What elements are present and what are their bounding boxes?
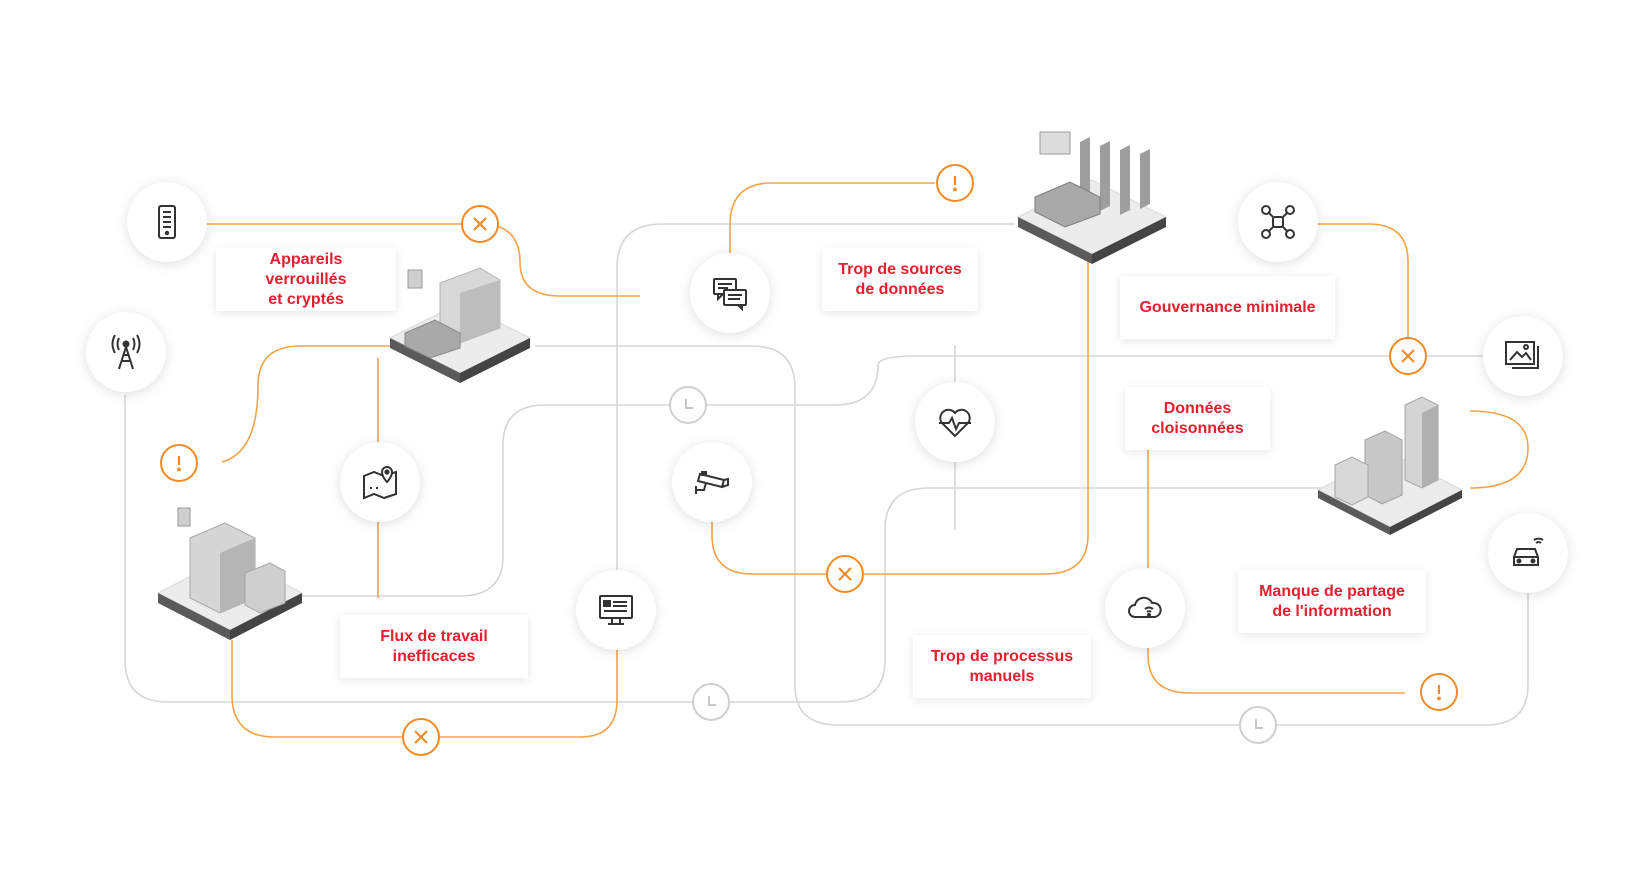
label-lack-of-sharing: Manque de partage de l'information	[1238, 570, 1426, 633]
isometric-office-illustration	[156, 507, 304, 640]
blocked-marker-top-left	[461, 205, 499, 243]
alert-marker-top-center	[936, 164, 974, 202]
clock-icon	[685, 399, 693, 409]
label-inefficient-workflows: Flux de travail inefficaces	[340, 615, 528, 678]
isometric-city-illustration	[1316, 396, 1464, 535]
clock-marker-bottom-center	[692, 683, 730, 721]
chat-bubbles-icon	[690, 253, 770, 333]
label-minimal-governance: Gouvernance minimale	[1120, 276, 1335, 339]
x-icon	[473, 217, 487, 231]
heart-rate-icon	[915, 382, 995, 462]
alert-marker-bottom-right	[1420, 673, 1458, 711]
label-locked-devices: Appareils verrouillés et cryptés	[216, 248, 396, 311]
label-siloed-data: Données cloisonnées	[1125, 387, 1270, 450]
blocked-marker-right	[1389, 337, 1427, 375]
clock-icon	[1255, 719, 1263, 729]
isometric-parking-illustration	[1016, 131, 1168, 264]
label-manual-processes: Trop de processus manuels	[913, 635, 1091, 698]
x-icon	[838, 567, 852, 581]
image-gallery-icon	[1483, 316, 1563, 396]
exclamation-icon	[1437, 685, 1441, 701]
exclamation-icon	[177, 456, 181, 472]
mobile-phone-icon	[127, 182, 207, 262]
blocked-marker-bottom-left	[402, 718, 440, 756]
alert-marker-left	[160, 444, 198, 482]
monitor-icon	[576, 570, 656, 650]
connected-car-icon	[1488, 513, 1568, 593]
drone-icon	[1238, 182, 1318, 262]
x-icon	[1401, 349, 1415, 363]
radio-tower-icon	[86, 312, 166, 392]
security-camera-icon	[672, 442, 752, 522]
label-too-many-sources: Trop de sources de données	[822, 248, 978, 311]
x-icon	[414, 730, 428, 744]
exclamation-icon	[953, 176, 957, 192]
clock-marker-center	[669, 386, 707, 424]
map-pin-icon	[340, 442, 420, 522]
clock-marker-bottom-right	[1239, 706, 1277, 744]
isometric-shop-illustration	[388, 267, 532, 383]
blocked-marker-center	[826, 555, 864, 593]
clock-icon	[708, 696, 716, 706]
wireless-cloud-icon	[1105, 568, 1185, 648]
